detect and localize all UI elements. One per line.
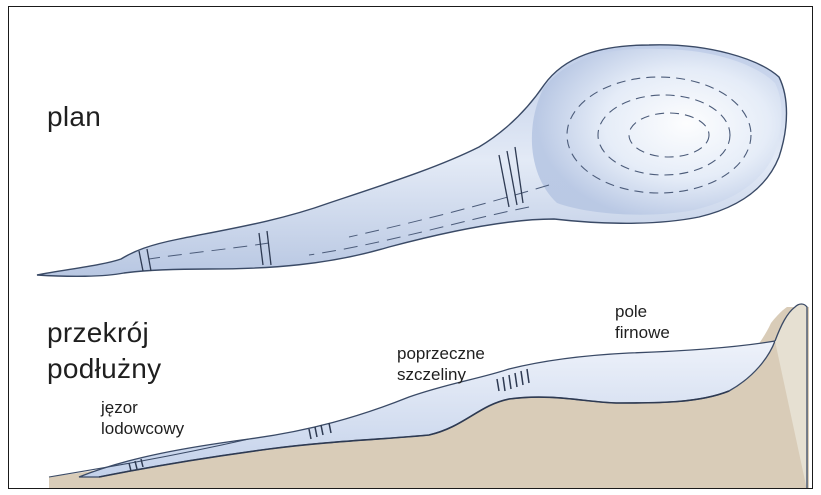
plan-label: plan [47, 99, 101, 135]
section-label: przekrój podłużny [47, 315, 161, 387]
firn-field-label: pole firnowe [615, 301, 670, 343]
diagram-frame: plan przekrój podłużny jęzor lodowcowy p… [8, 6, 813, 489]
crevasses-label: poprzeczne szczeliny [397, 343, 485, 385]
tongue-label: jęzor lodowcowy [101, 397, 184, 439]
glacier-plan-view [37, 45, 787, 276]
